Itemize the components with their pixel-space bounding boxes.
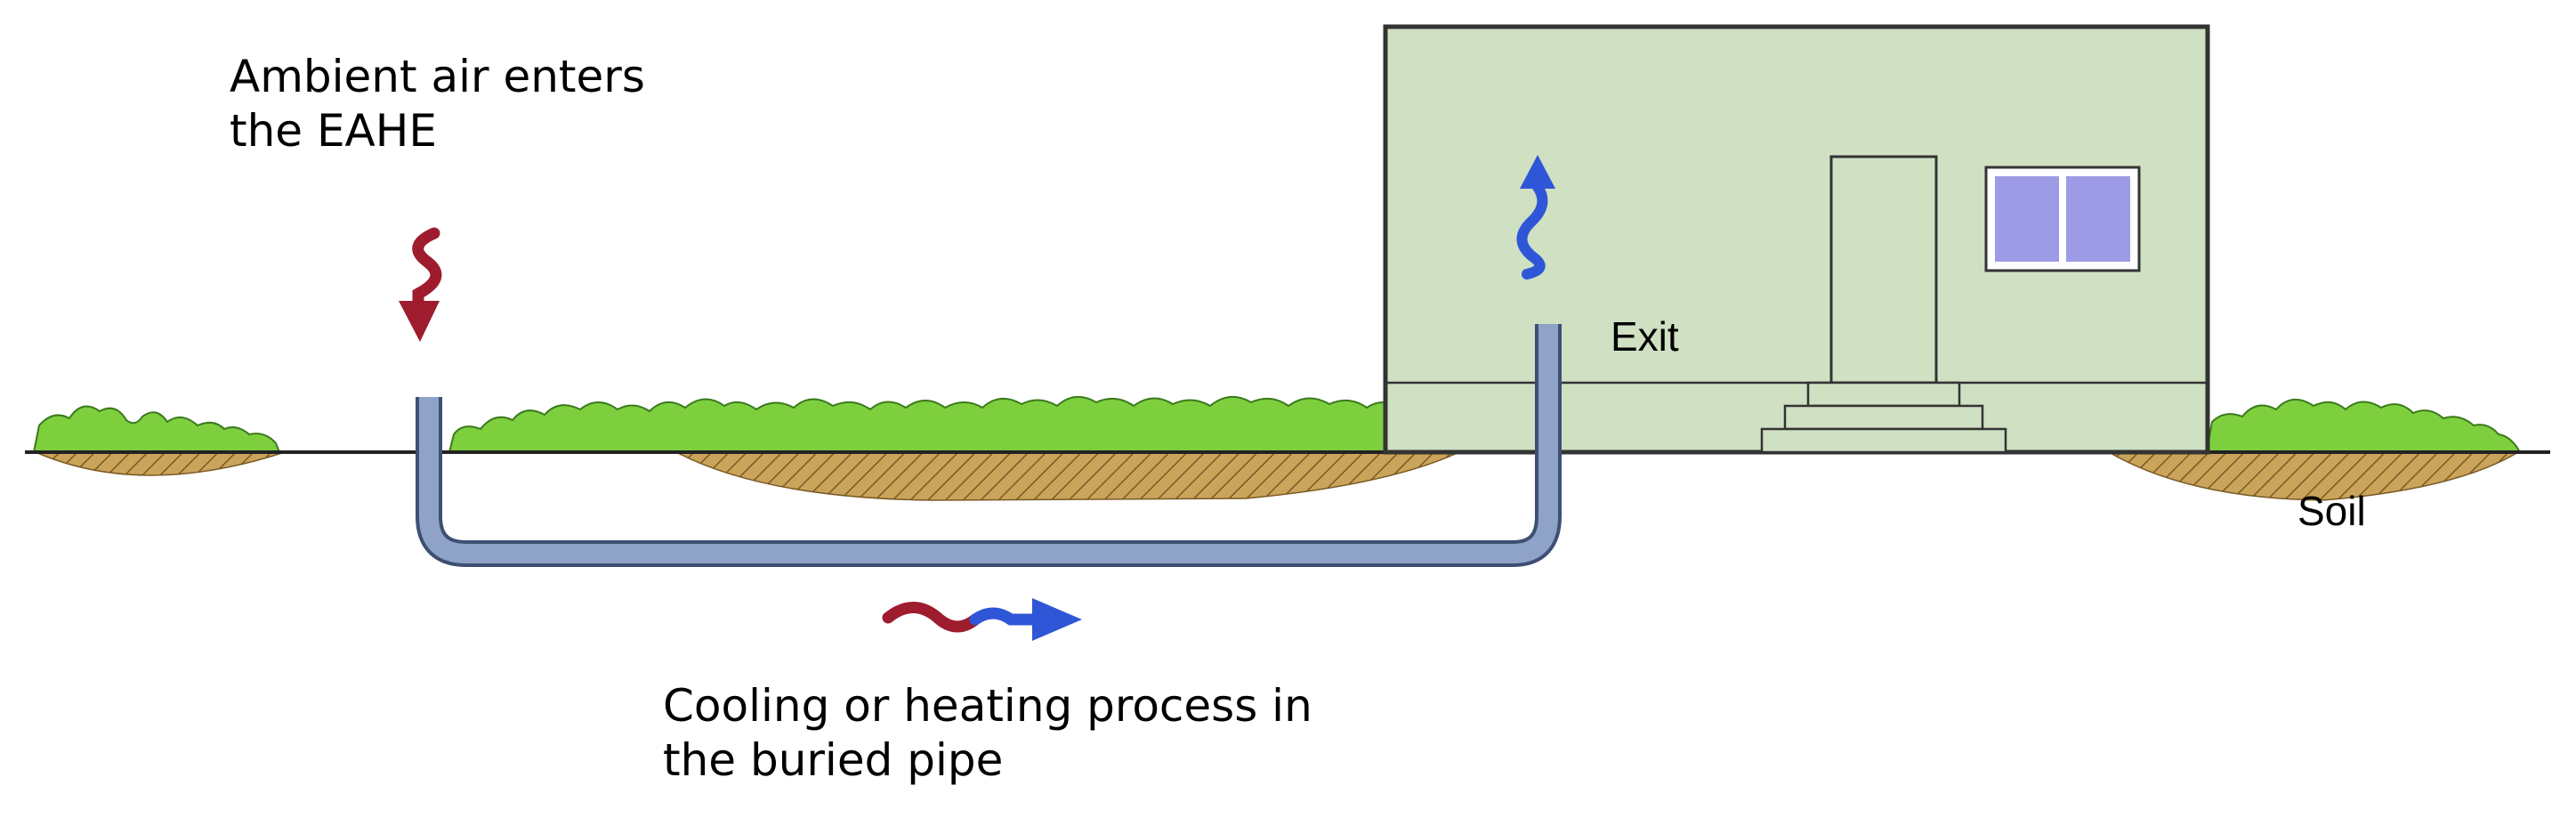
window [1984, 166, 2141, 272]
inlet-air-arrow [399, 227, 442, 342]
step-bottom [1760, 427, 2007, 454]
pipe-flow-arrow [882, 598, 1082, 641]
pipe-process-label: Cooling or heating process in the buried… [663, 680, 1312, 786]
ambient-air-label: Ambient air enters the EAHE [230, 51, 645, 157]
soil-patch-right [2106, 451, 2521, 501]
grass-right [2205, 399, 2522, 453]
grass-left [32, 405, 281, 453]
step-middle [1783, 404, 1984, 431]
step-top [1806, 381, 1961, 408]
soil-patch-left [35, 451, 286, 476]
soil-label: Soil [2297, 488, 2366, 534]
door [1829, 155, 1938, 385]
soil-patch-middle [675, 451, 1460, 501]
outlet-air-arrow [1516, 155, 1555, 279]
exit-label: Exit [1611, 313, 1679, 360]
buried-pipe [419, 324, 1558, 563]
grass-middle [448, 396, 1408, 453]
